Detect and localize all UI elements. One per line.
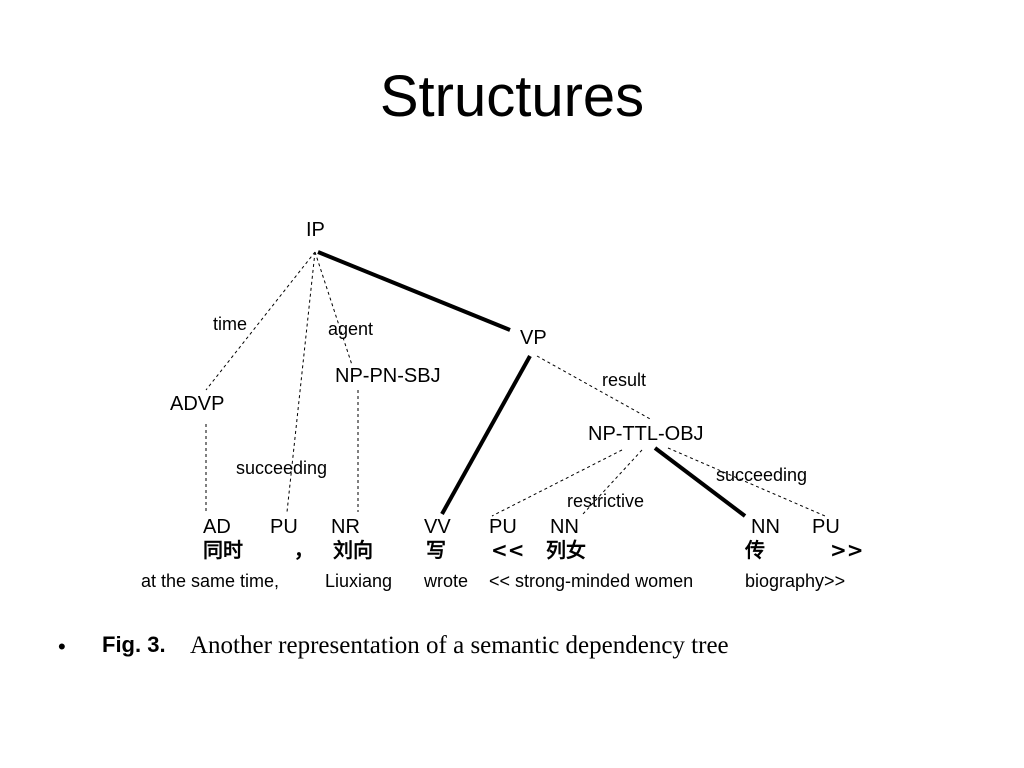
edge-np-ttl-obj-pu <box>491 449 623 517</box>
relation-time: time <box>213 314 247 334</box>
tag-pu: PU <box>489 516 517 538</box>
node-np-pn-sbj: NP-PN-SBJ <box>335 365 441 387</box>
tag-nn: NN <box>550 516 579 538</box>
node-vp: VP <box>520 327 547 349</box>
gloss-text: << strong-minded women <box>489 571 693 591</box>
tag-pu: PU <box>270 516 298 538</box>
slide-title: Structures <box>379 64 645 129</box>
tag-vv: VV <box>424 516 451 538</box>
tag-nr: NR <box>331 516 360 538</box>
gloss-text: at the same time, <box>141 571 279 591</box>
relation-succeeding-2: succeeding <box>716 465 807 485</box>
edge-np-ttl-obj-pu-closing <box>667 447 826 517</box>
edge-np-ttl-obj-nn-restrictive <box>582 449 643 515</box>
tag-nn: NN <box>751 516 780 538</box>
edge-np-ttl-obj-nn-head <box>653 446 747 518</box>
gloss-text: Liuxiang <box>325 571 392 591</box>
bullet-icon: • <box>58 634 66 659</box>
gloss-text: wrote <box>423 571 468 591</box>
node-advp: ADVP <box>170 393 224 415</box>
word: 传 <box>744 538 765 562</box>
relation-result: result <box>602 370 646 390</box>
figure-caption: • Fig. 3. Another representation of a se… <box>58 630 998 670</box>
word: 同时 <box>203 538 243 562</box>
word: >> <box>830 538 864 562</box>
edge-ip-pu <box>286 251 316 513</box>
node-ip: IP <box>306 219 325 241</box>
edge-vp-np-ttl-obj <box>536 355 653 421</box>
tag-pu: PU <box>812 516 840 538</box>
figure-caption-text: Another representation of a semantic dep… <box>190 632 729 659</box>
word: 写 <box>426 538 446 562</box>
edge-ip-advp <box>205 251 316 391</box>
relation-succeeding-1: succeeding <box>236 458 327 478</box>
figure-label: Fig. 3. <box>102 632 166 657</box>
gloss-text: biography>> <box>745 571 845 591</box>
relation-restrictive: restrictive <box>567 491 644 511</box>
node-np-ttl-obj: NP-TTL-OBJ <box>588 423 704 445</box>
word: ， <box>294 538 314 562</box>
tag-ad: AD <box>203 516 231 538</box>
edge-ip-vp <box>317 250 511 332</box>
relation-agent: agent <box>328 319 373 339</box>
edge-vp-vv <box>440 355 532 515</box>
word: 列女 <box>546 538 586 562</box>
edge-ip-np-pn-sbj <box>314 251 353 366</box>
word: << <box>491 538 525 562</box>
word: 刘向 <box>333 538 373 562</box>
